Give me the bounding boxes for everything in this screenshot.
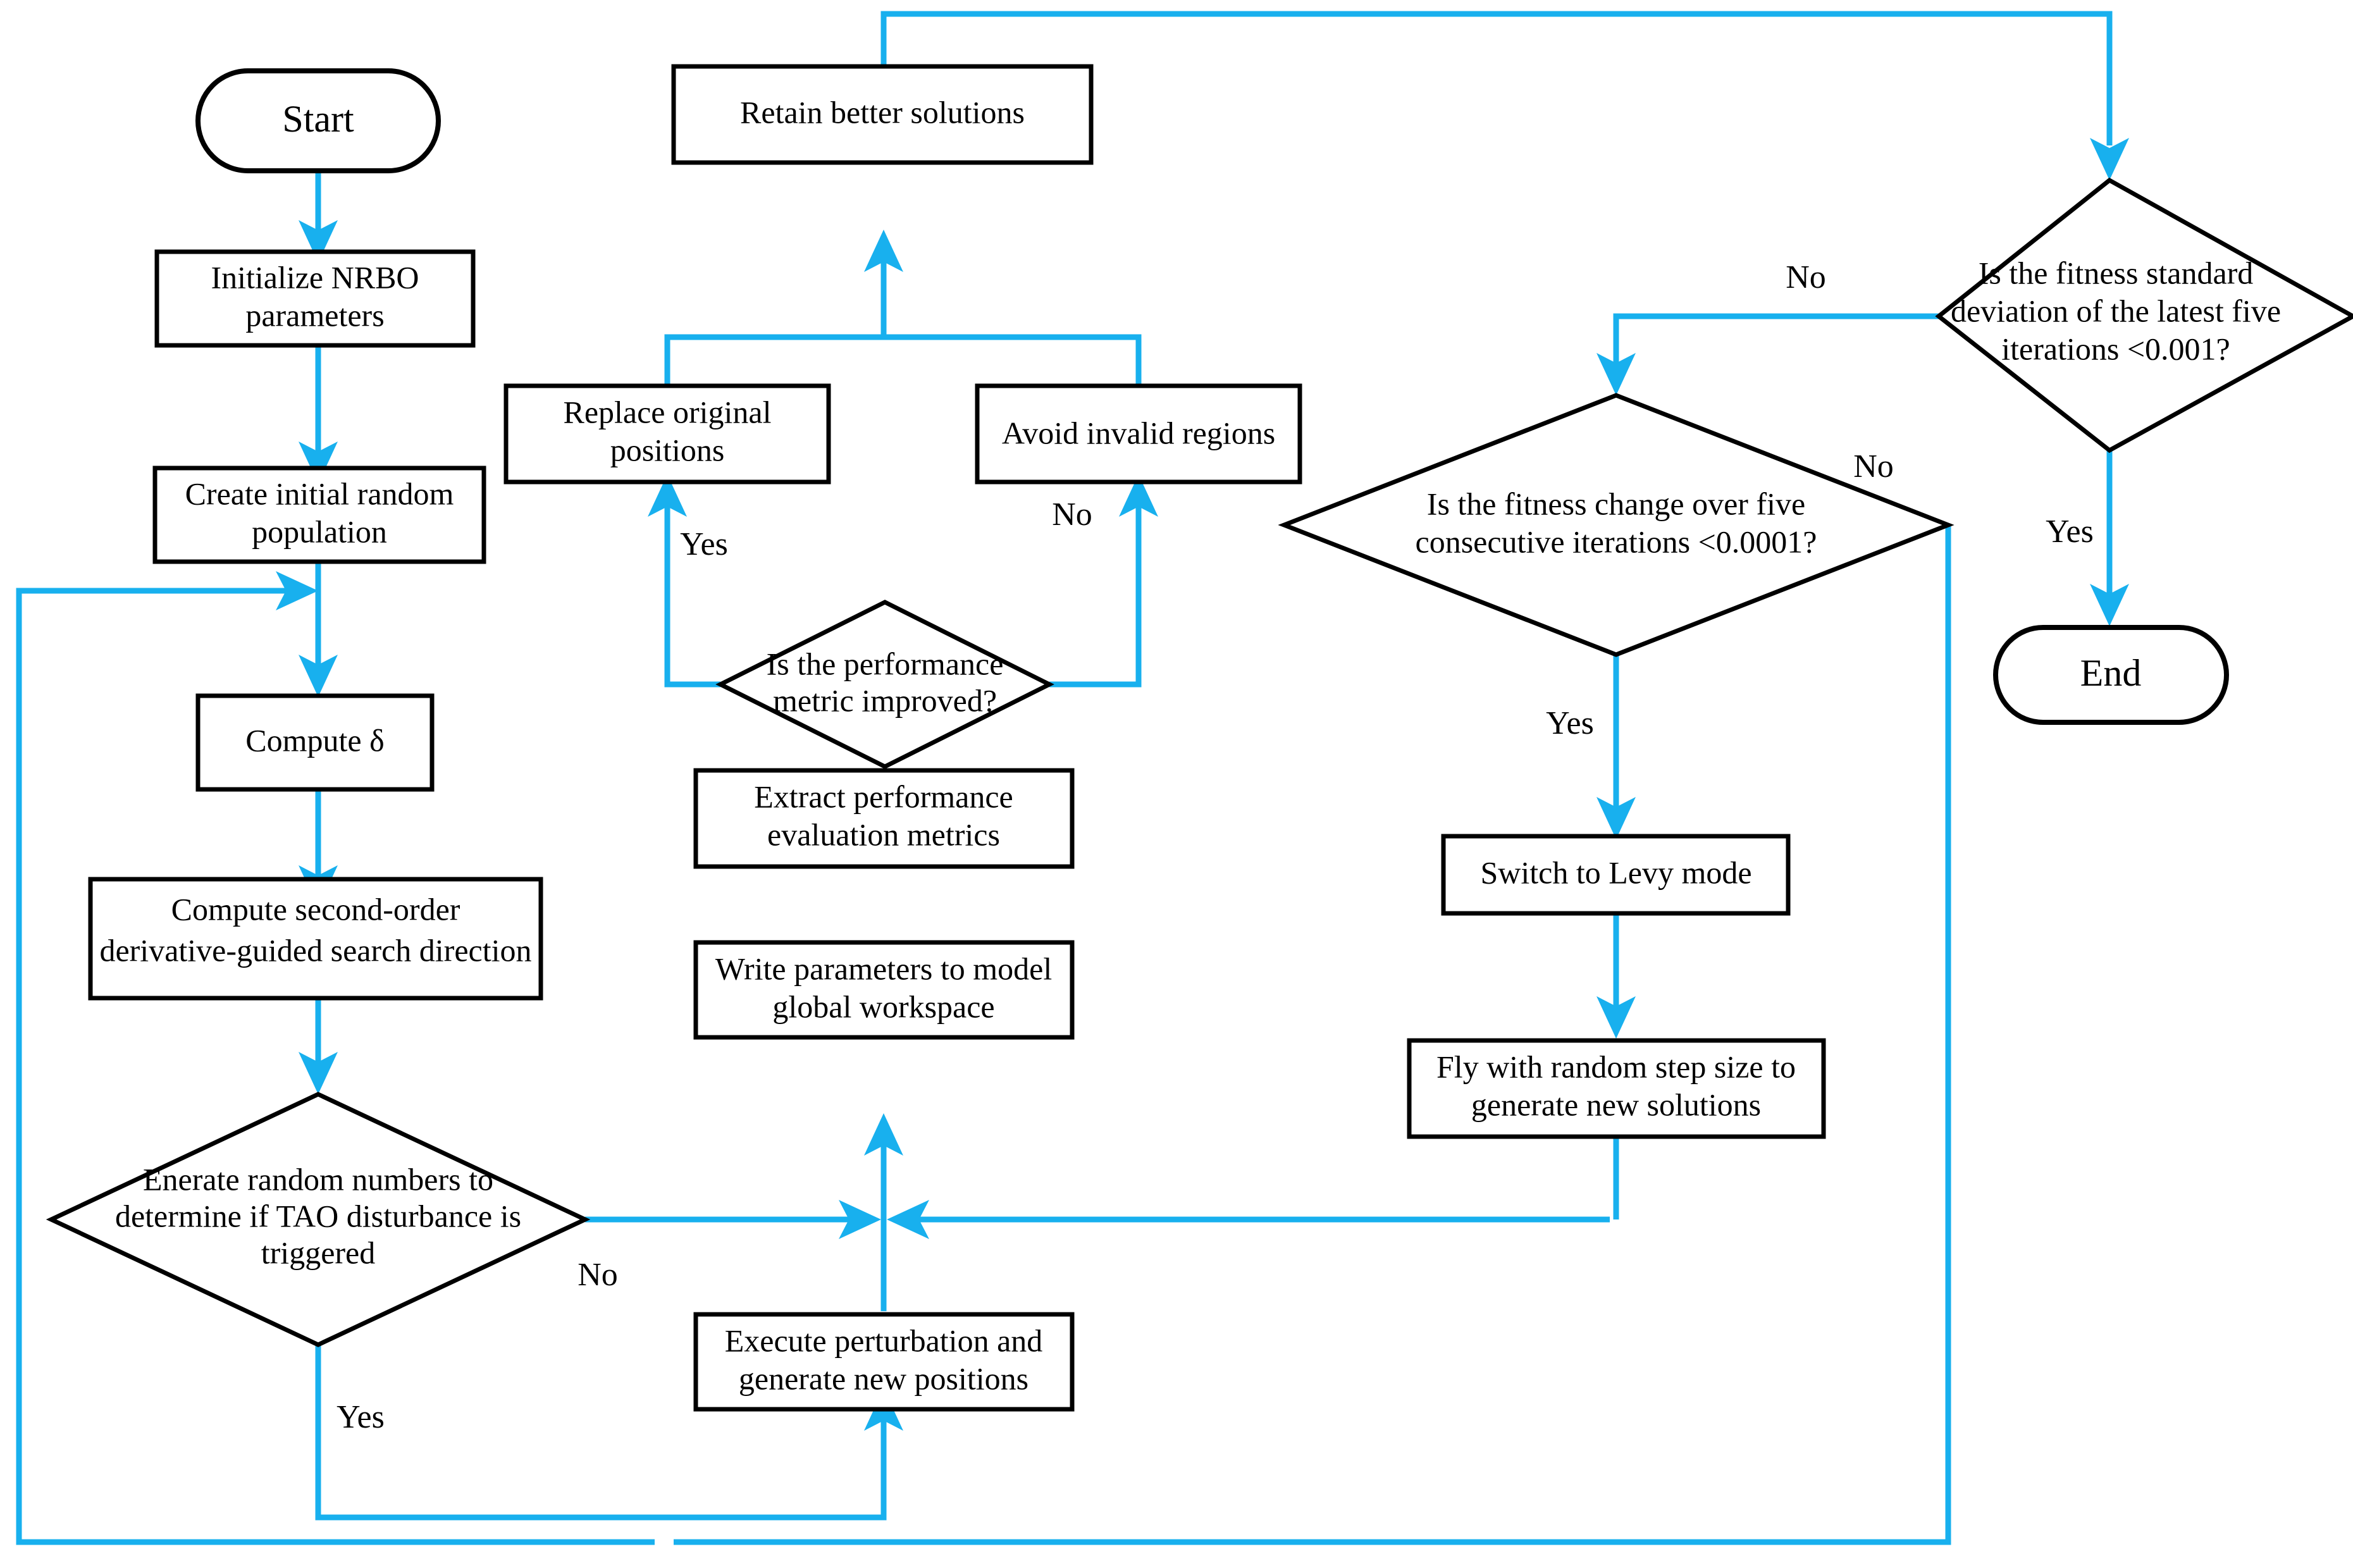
node-fitness-std-decision-line1: Is the fitness standard: [1979, 255, 2254, 290]
node-retain-better-solutions-label: Retain better solutions: [740, 94, 1025, 130]
edge-replace-avoid-to-retain: [664, 230, 1142, 385]
node-compute-second-order-line1: Compute second-order: [171, 891, 460, 927]
node-initialize-parameters-line1: Initialize NRBO: [211, 259, 419, 295]
node-execute-perturbation-line1: Execute perturbation and: [725, 1323, 1043, 1358]
edge-population-to-delta: [299, 560, 338, 697]
node-write-parameters[interactable]: Write parameters to model global workspa…: [693, 940, 1075, 1040]
node-start-label: Start: [282, 98, 354, 140]
node-performance-decision-line1: Is the performance: [767, 646, 1004, 681]
node-fitness-std-decision[interactable]: Is the fitness standard deviation of the…: [1935, 177, 2353, 454]
node-end[interactable]: End: [1993, 625, 2229, 725]
edge-fitnesschange-yes-to-levy: [1596, 655, 1636, 839]
edge-start-to-init: [299, 171, 338, 262]
node-create-population-line1: Create initial random: [185, 476, 454, 511]
node-replace-positions[interactable]: Replace original positions: [503, 383, 831, 485]
node-fitness-change-decision-line1: Is the fitness change over five: [1427, 486, 1805, 521]
node-switch-levy-mode[interactable]: Switch to Levy mode: [1441, 834, 1791, 916]
node-avoid-invalid-regions-label: Avoid invalid regions: [1002, 415, 1275, 450]
node-fitness-std-decision-line3: iterations <0.001?: [2001, 331, 2230, 366]
edge-fitnesschange-no-to-bottomrail: [674, 525, 1951, 1545]
node-compute-second-order[interactable]: Compute second-order derivative-guided s…: [88, 877, 543, 1001]
node-tao-decision-line3: triggered: [261, 1235, 375, 1270]
node-write-parameters-line2: global workspace: [772, 989, 994, 1024]
node-extract-metrics[interactable]: Extract performance evaluation metrics: [693, 768, 1075, 869]
edge-label-fitness-std-no: No: [1786, 259, 1826, 295]
edge-label-performance-no: No: [1052, 497, 1092, 533]
edge-performance-no-to-avoid: [1049, 474, 1158, 688]
node-compute-delta-label: Compute δ: [245, 722, 384, 758]
edge-label-fitness-change-yes: Yes: [1546, 705, 1594, 741]
edge-tao-no-to-merge: [585, 1200, 881, 1239]
node-switch-levy-mode-label: Switch to Levy mode: [1480, 855, 1751, 890]
node-tao-decision[interactable]: Enerate random numbers to determine if T…: [46, 1092, 591, 1347]
node-write-parameters-line1: Write parameters to model: [715, 951, 1053, 986]
node-fitness-change-decision[interactable]: Is the fitness change over five consecut…: [1278, 393, 1955, 657]
node-fitness-change-decision-line2: consecutive iterations <0.0001?: [1416, 524, 1817, 559]
node-performance-decision-line2: metric improved?: [773, 682, 997, 718]
edge-label-tao-no: No: [577, 1257, 618, 1293]
node-create-population-line2: population: [252, 514, 387, 549]
edge-fitnessstd-yes-to-end: [2090, 450, 2129, 626]
edge-retain-to-fitnessstd: [880, 11, 2129, 180]
node-start[interactable]: Start: [195, 68, 441, 173]
node-extract-metrics-line2: evaluation metrics: [767, 817, 1000, 852]
node-tao-decision-line2: determine if TAO disturbance is: [115, 1198, 521, 1233]
edge-secondorder-to-tao: [299, 997, 338, 1094]
node-create-population[interactable]: Create initial random population: [152, 466, 486, 564]
node-replace-positions-line2: positions: [610, 432, 725, 467]
node-execute-perturbation[interactable]: Execute perturbation and generate new po…: [693, 1312, 1075, 1412]
edge-label-tao-yes: Yes: [337, 1399, 385, 1435]
node-tao-decision-line1: Enerate random numbers to: [143, 1161, 493, 1197]
node-performance-decision[interactable]: Is the performance metric improved?: [715, 600, 1054, 769]
node-compute-second-order-line2: derivative-guided search direction: [99, 932, 531, 968]
edge-fitnessstd-no-to-fitnesschange: [1596, 313, 1939, 395]
edge-loopback-left-to-delta: [16, 571, 655, 1545]
edge-label-performance-yes: Yes: [680, 526, 728, 562]
node-retain-better-solutions[interactable]: Retain better solutions: [671, 64, 1094, 165]
edge-init-to-population: [299, 345, 338, 484]
edge-label-fitness-change-no: No: [1853, 448, 1894, 485]
node-end-label: End: [2080, 652, 2142, 694]
node-initialize-parameters[interactable]: Initialize NRBO parameters: [154, 249, 476, 348]
node-initialize-parameters-line2: parameters: [245, 297, 384, 333]
node-fly-random-step[interactable]: Fly with random step size to generate ne…: [1407, 1038, 1826, 1139]
edge-execute-to-write: [864, 1113, 903, 1311]
node-fitness-std-decision-line2: deviation of the latest five: [1951, 293, 2281, 328]
node-extract-metrics-line1: Extract performance: [754, 779, 1013, 814]
node-compute-delta[interactable]: Compute δ: [195, 693, 435, 792]
node-fly-random-step-line1: Fly with random step size to: [1436, 1049, 1796, 1084]
node-execute-perturbation-line2: generate new positions: [739, 1361, 1028, 1396]
node-avoid-invalid-regions[interactable]: Avoid invalid regions: [975, 383, 1302, 485]
edge-levy-to-fly: [1596, 913, 1636, 1039]
edge-levy-merge-arm: [887, 1200, 1610, 1239]
edge-performance-yes-to-replace: [648, 474, 720, 688]
edge-label-fitness-std-yes: Yes: [2046, 514, 2094, 550]
node-fly-random-step-line2: generate new solutions: [1471, 1087, 1761, 1122]
node-replace-positions-line1: Replace original: [563, 394, 771, 429]
